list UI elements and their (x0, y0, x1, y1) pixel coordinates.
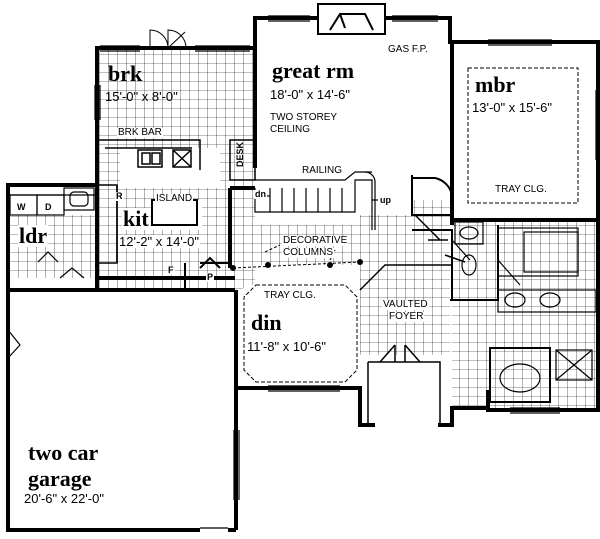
great-rm-dims: 18'-0" x 14'-6" (270, 87, 350, 102)
decorative-label-line1: DECORATIVE (282, 235, 349, 246)
kit-room-dims: 12'-2" x 14'-0" (118, 234, 200, 249)
stair-up-label: up (380, 195, 391, 205)
pantry-label: P (206, 272, 215, 282)
din-room-name: din (250, 310, 283, 335)
tile-floors (8, 48, 600, 410)
foyer-entry (359, 214, 466, 425)
vaulted-foyer-line1: VAULTED (382, 299, 429, 310)
ldr-room-name: ldr (18, 223, 49, 248)
garage-dims: 20'-6" x 22'-0" (24, 491, 104, 506)
kit-room-name: kit (122, 206, 150, 231)
garage-name-line2: garage (28, 466, 92, 491)
din-room-dims: 11'-8" x 10'-6" (246, 339, 327, 354)
laundry-appliances (8, 187, 97, 279)
brk-patio-door (149, 29, 187, 49)
windows (94, 15, 597, 500)
mbr-room-dims: 13'-0" x 15'-6" (472, 100, 552, 115)
garage-door (7, 329, 228, 529)
dryer-label: D (44, 202, 53, 212)
decorative-label-line2: COLUMNS (282, 247, 335, 258)
brk-bar-label: BRK BAR (117, 127, 163, 138)
washer-label: W (16, 202, 27, 212)
mbr-room-name: mbr (475, 72, 516, 97)
brk-room-dims: 15'-0" x 8'-0" (105, 89, 178, 104)
brk-room-name: brk (108, 61, 143, 86)
railing-label: RAILING (302, 165, 343, 176)
island-label: ISLAND (155, 193, 194, 204)
pantry-walls (184, 256, 230, 290)
great-rm-note1: TWO STOREY (270, 112, 338, 123)
bath-fixtures (451, 221, 597, 403)
stair-down-label: dn (254, 189, 267, 199)
mbr-tray-ceiling (467, 67, 579, 204)
mbr-tray-note: TRAY CLG. (495, 184, 547, 195)
freezer-label: F (167, 265, 175, 275)
great-rm-name: great rm (272, 58, 355, 83)
great-rm-note2: CEILING (270, 124, 311, 135)
main-walls (6, 16, 600, 532)
dining-tray-ceiling (243, 284, 358, 383)
vaulted-foyer-line2: FOYER (388, 311, 425, 322)
din-tray-note: TRAY CLG. (264, 290, 316, 301)
desk-label: DESK (235, 142, 245, 168)
fireplace (317, 3, 386, 35)
gas-fp-label: GAS F.P. (388, 44, 428, 55)
staircase (254, 171, 378, 230)
room-fills (8, 18, 600, 530)
fridge-label: R (115, 191, 124, 201)
garage-name-line1: two car (28, 440, 99, 465)
